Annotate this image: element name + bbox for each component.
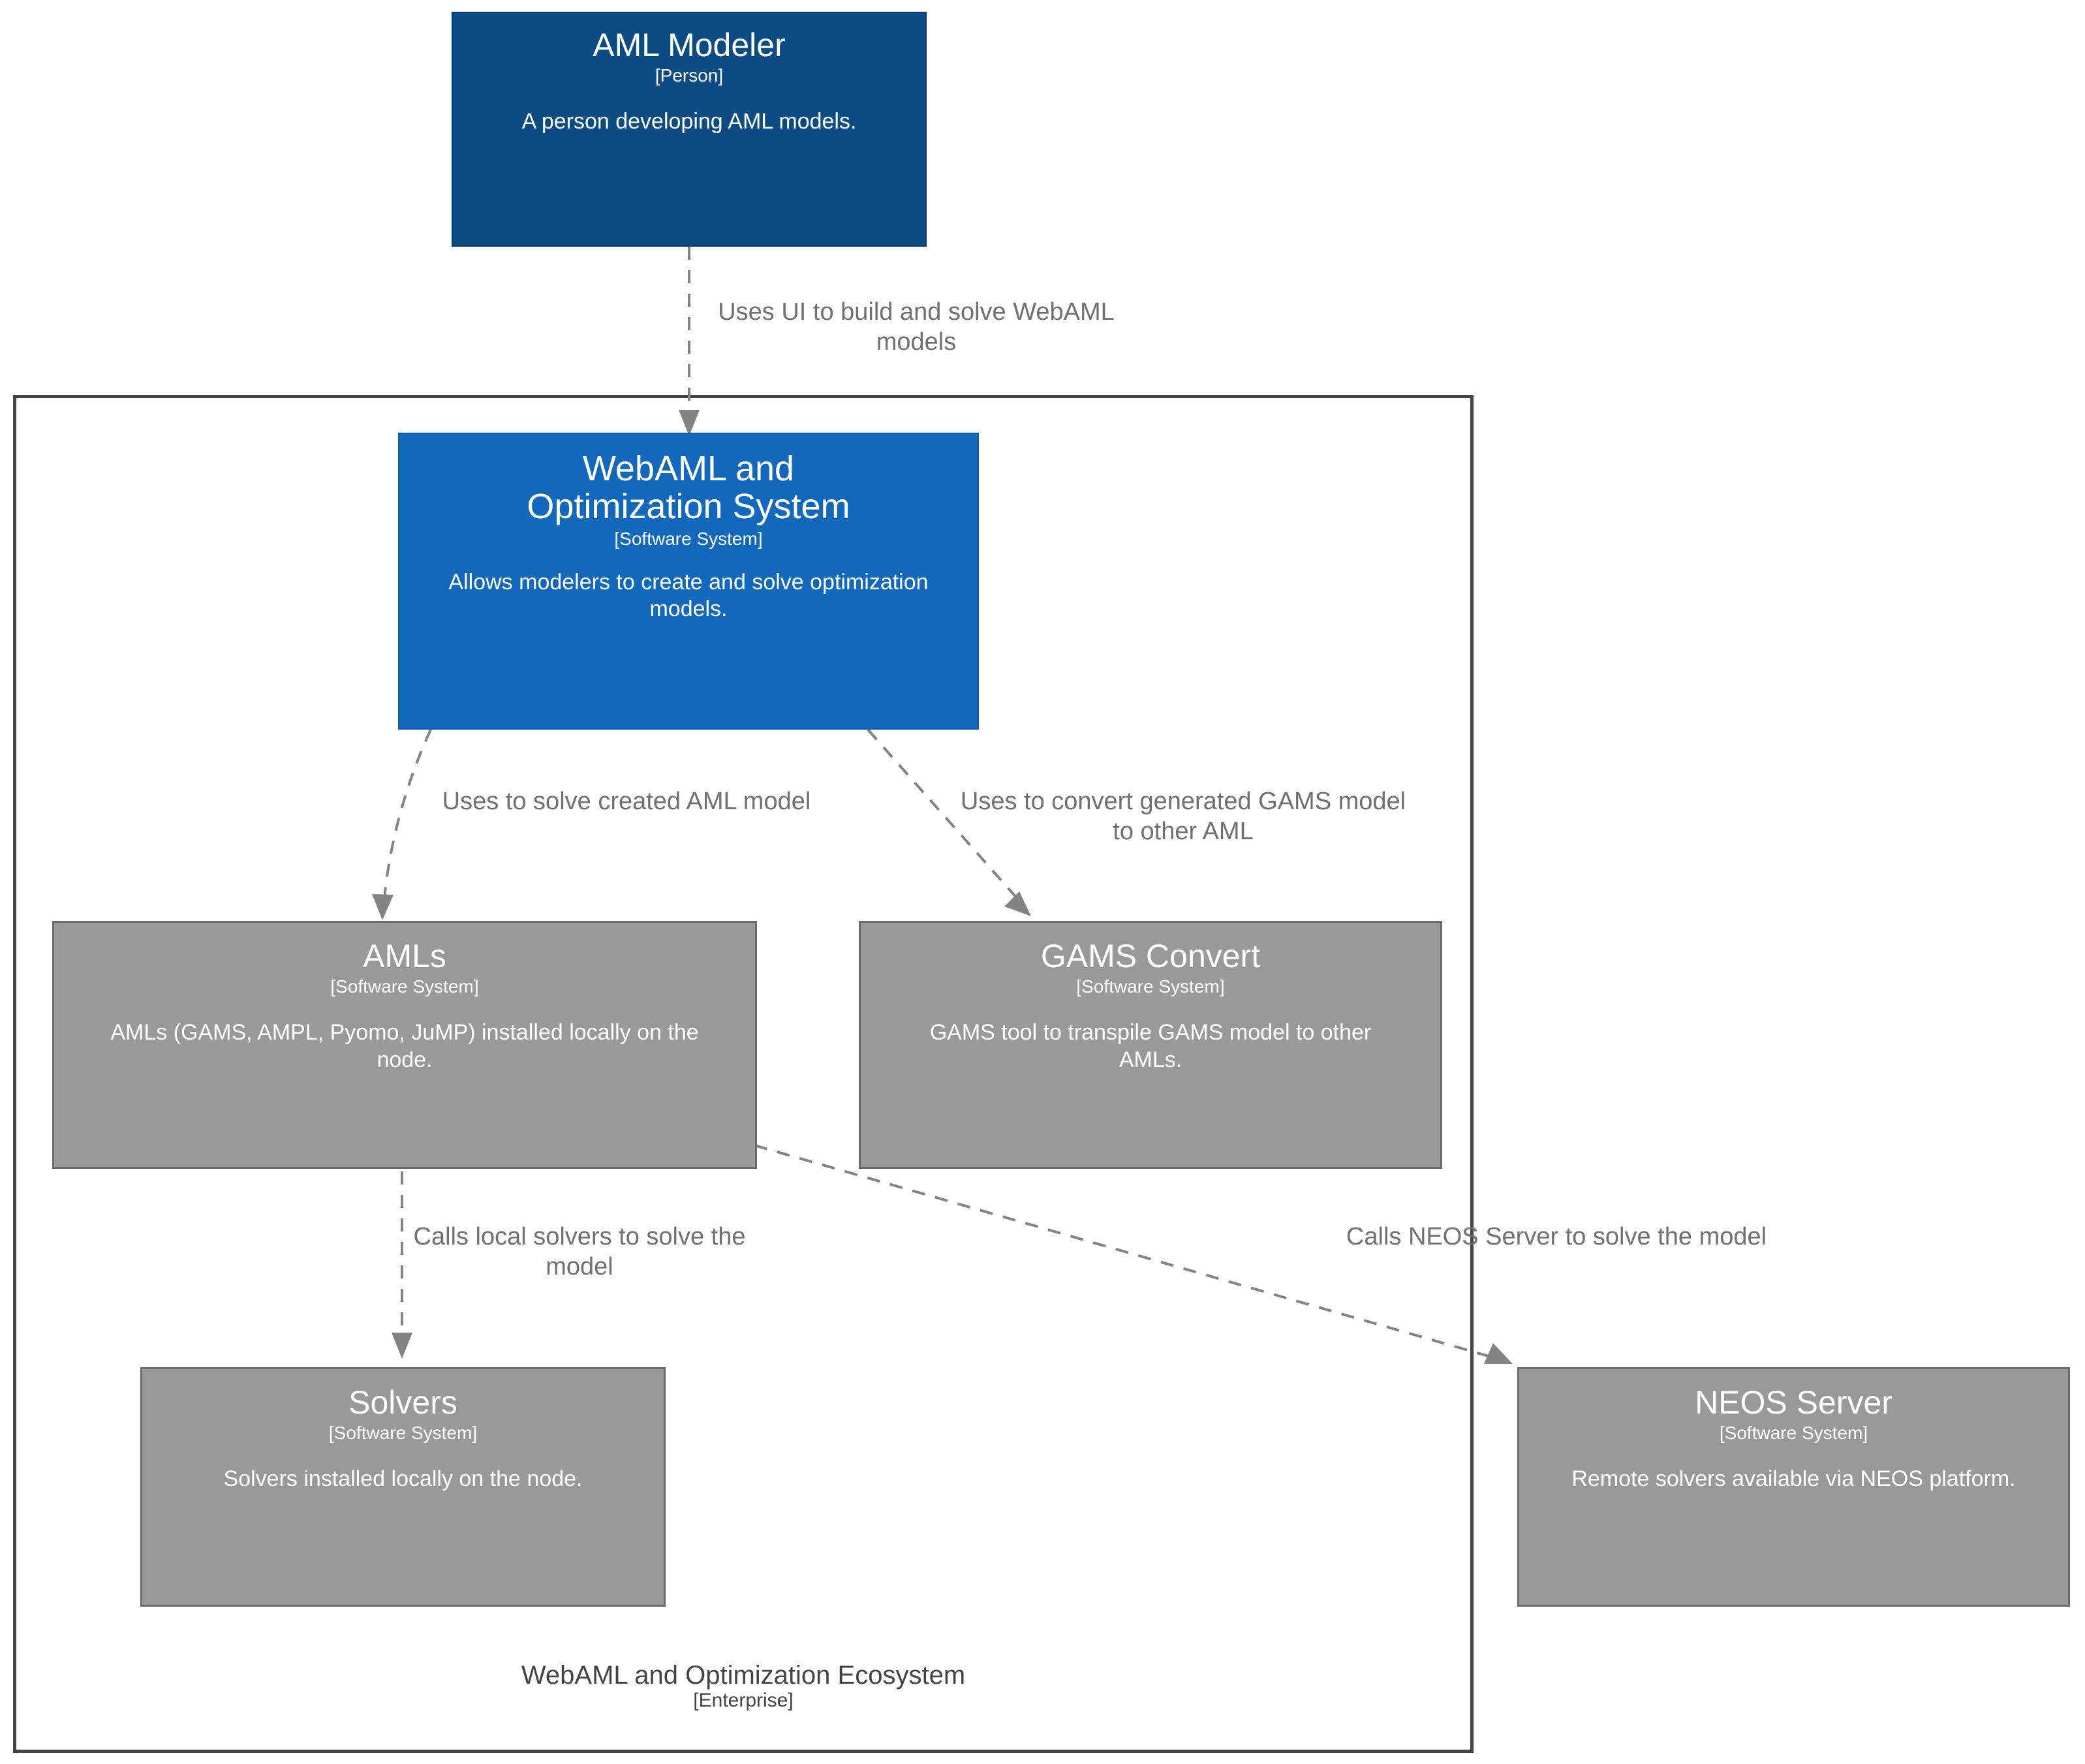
node-type-aml-modeler: [Person] [655, 65, 724, 85]
relationship-line-modeler-webaml [679, 247, 700, 436]
node-title-webaml-system-line2: Optimization System [527, 487, 850, 527]
node-amls[interactable]: AMLs [Software System] AMLs (GAMS, AMPL,… [52, 921, 757, 1169]
node-gams-convert[interactable]: GAMS Convert [Software System] GAMS tool… [859, 921, 1442, 1169]
node-type-solvers: [Software System] [328, 1423, 478, 1443]
enterprise-boundary [13, 395, 1474, 1753]
node-aml-modeler[interactable]: AML Modeler [Person] A person developing… [452, 12, 927, 247]
relationship-label-webaml-gamsconvert: Uses to convert generated GAMS model to … [960, 788, 1406, 846]
relationship-label-webaml-amls: Uses to solve created AML model [442, 788, 811, 815]
relationship-line-webaml-amls [372, 729, 432, 920]
node-title-amls: AMLs [363, 938, 446, 974]
node-description-webaml-system: Allows modelers to create and solve opti… [448, 569, 929, 622]
node-title-solvers: Solvers [348, 1384, 457, 1421]
node-description-aml-modeler: A person developing AML models. [521, 109, 857, 134]
node-type-neos-server: [Software System] [1719, 1423, 1868, 1443]
node-title-aml-modeler: AML Modeler [593, 27, 786, 63]
enterprise-boundary-label: WebAML and Optimization Ecosystem [Enter… [13, 1661, 1474, 1712]
node-description-neos-server: Remote solvers available via NEOS platfo… [1571, 1466, 2016, 1492]
node-neos-server[interactable]: NEOS Server [Software System] Remote sol… [1517, 1367, 2070, 1607]
node-description-amls: AMLs (GAMS, AMPL, Pyomo, JuMP) installed… [110, 1020, 699, 1072]
relationship-line-webaml-gamsconvert [867, 728, 1031, 916]
relationship-line-amls-solvers [392, 1171, 412, 1359]
enterprise-boundary-name: WebAML and Optimization Ecosystem [521, 1661, 966, 1690]
node-type-gams-convert: [Software System] [1076, 976, 1225, 997]
relationship-label-amls-solvers: Calls local solvers to solve the model [413, 1223, 746, 1281]
enterprise-boundary-type: [Enterprise] [693, 1690, 794, 1711]
node-webaml-system[interactable]: WebAML and Optimization System [Software… [398, 433, 979, 730]
node-solvers[interactable]: Solvers [Software System] Solvers instal… [140, 1367, 666, 1607]
relationship-line-amls-neos [754, 1144, 1513, 1364]
node-type-webaml-system: [Software System] [614, 528, 763, 549]
relationship-label-modeler-webaml: Uses UI to build and solve WebAML models [718, 298, 1115, 356]
node-title-gams-convert: GAMS Convert [1040, 938, 1261, 974]
node-description-solvers: Solvers installed locally on the node. [223, 1466, 583, 1492]
node-title-neos-server: NEOS Server [1695, 1384, 1892, 1421]
relationship-label-amls-neos: Calls NEOS Server to solve the model [1346, 1223, 1767, 1250]
node-type-amls: [Software System] [330, 976, 479, 997]
node-title-webaml-system: WebAML and Optimization System [527, 450, 850, 526]
node-title-webaml-system-line1: WebAML and [582, 449, 795, 488]
node-description-gams-convert: GAMS tool to transpile GAMS model to oth… [929, 1020, 1372, 1072]
